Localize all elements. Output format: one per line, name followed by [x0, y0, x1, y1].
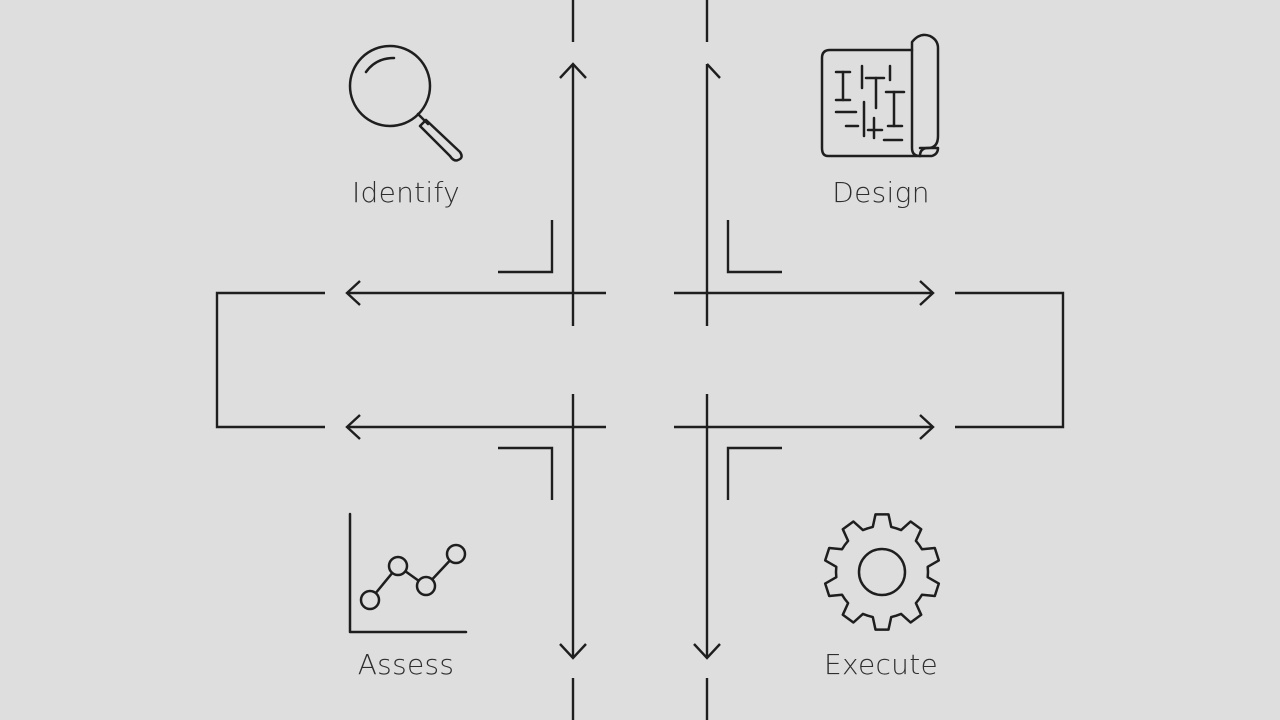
bottom-horizontal-arrow-left [345, 414, 606, 440]
corner-bracket-top-left [498, 220, 554, 274]
magnifying-glass-icon [348, 44, 463, 162]
left-vertical-arrow [559, 0, 587, 326]
design-label: Design [832, 176, 930, 209]
gear-outline [823, 513, 941, 631]
right-loop-bracket [955, 291, 1065, 429]
top-horizontal-arrow-right [674, 280, 935, 306]
top-horizontal-arrow-left [345, 280, 606, 306]
right-vertical-arrow-lower [693, 394, 721, 720]
left-vertical-arrow-lower [559, 394, 587, 720]
execute-label: Execute [823, 648, 939, 681]
right-vertical-arrow [705, 0, 721, 326]
corner-bracket-bottom-right [726, 446, 782, 500]
line-chart-icon [348, 512, 468, 634]
bottom-horizontal-arrow-right [674, 414, 935, 440]
corner-bracket-bottom-left [498, 446, 554, 500]
gear-icon [823, 513, 941, 631]
corner-bracket-top-right [726, 220, 782, 274]
left-loop-bracket [215, 291, 325, 429]
assess-label: Assess [357, 648, 455, 681]
blueprint-icon [820, 33, 940, 158]
identify-label: Identify [351, 176, 461, 209]
